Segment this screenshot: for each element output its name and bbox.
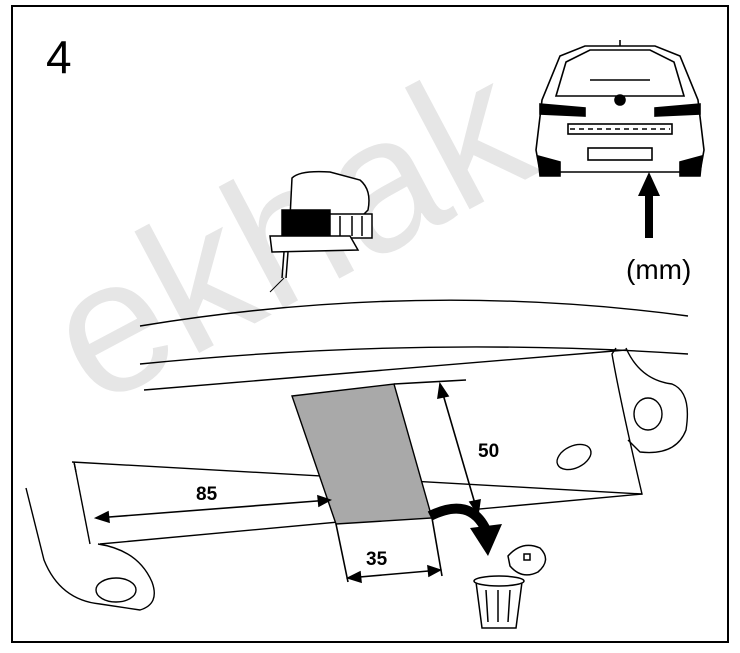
dimension-85-label: 85 — [196, 484, 218, 505]
car-rear-icon — [535, 40, 705, 177]
dimension-85-line — [93, 494, 332, 524]
jigsaw-icon — [269, 170, 373, 293]
unit-label: (mm) — [626, 254, 692, 285]
dimension-35-line — [335, 517, 443, 584]
bumper-outline — [25, 299, 689, 611]
dimension-50-label: 50 — [478, 441, 500, 462]
trash-bin-icon — [473, 544, 547, 629]
cut-area — [291, 383, 433, 525]
step-number: 4 — [46, 31, 72, 83]
curved-arrow-icon — [427, 503, 502, 556]
dimension-50-line — [393, 379, 481, 517]
panel-border — [11, 5, 729, 643]
arrow-up-icon — [638, 172, 660, 238]
dimension-35-label: 35 — [366, 549, 388, 570]
